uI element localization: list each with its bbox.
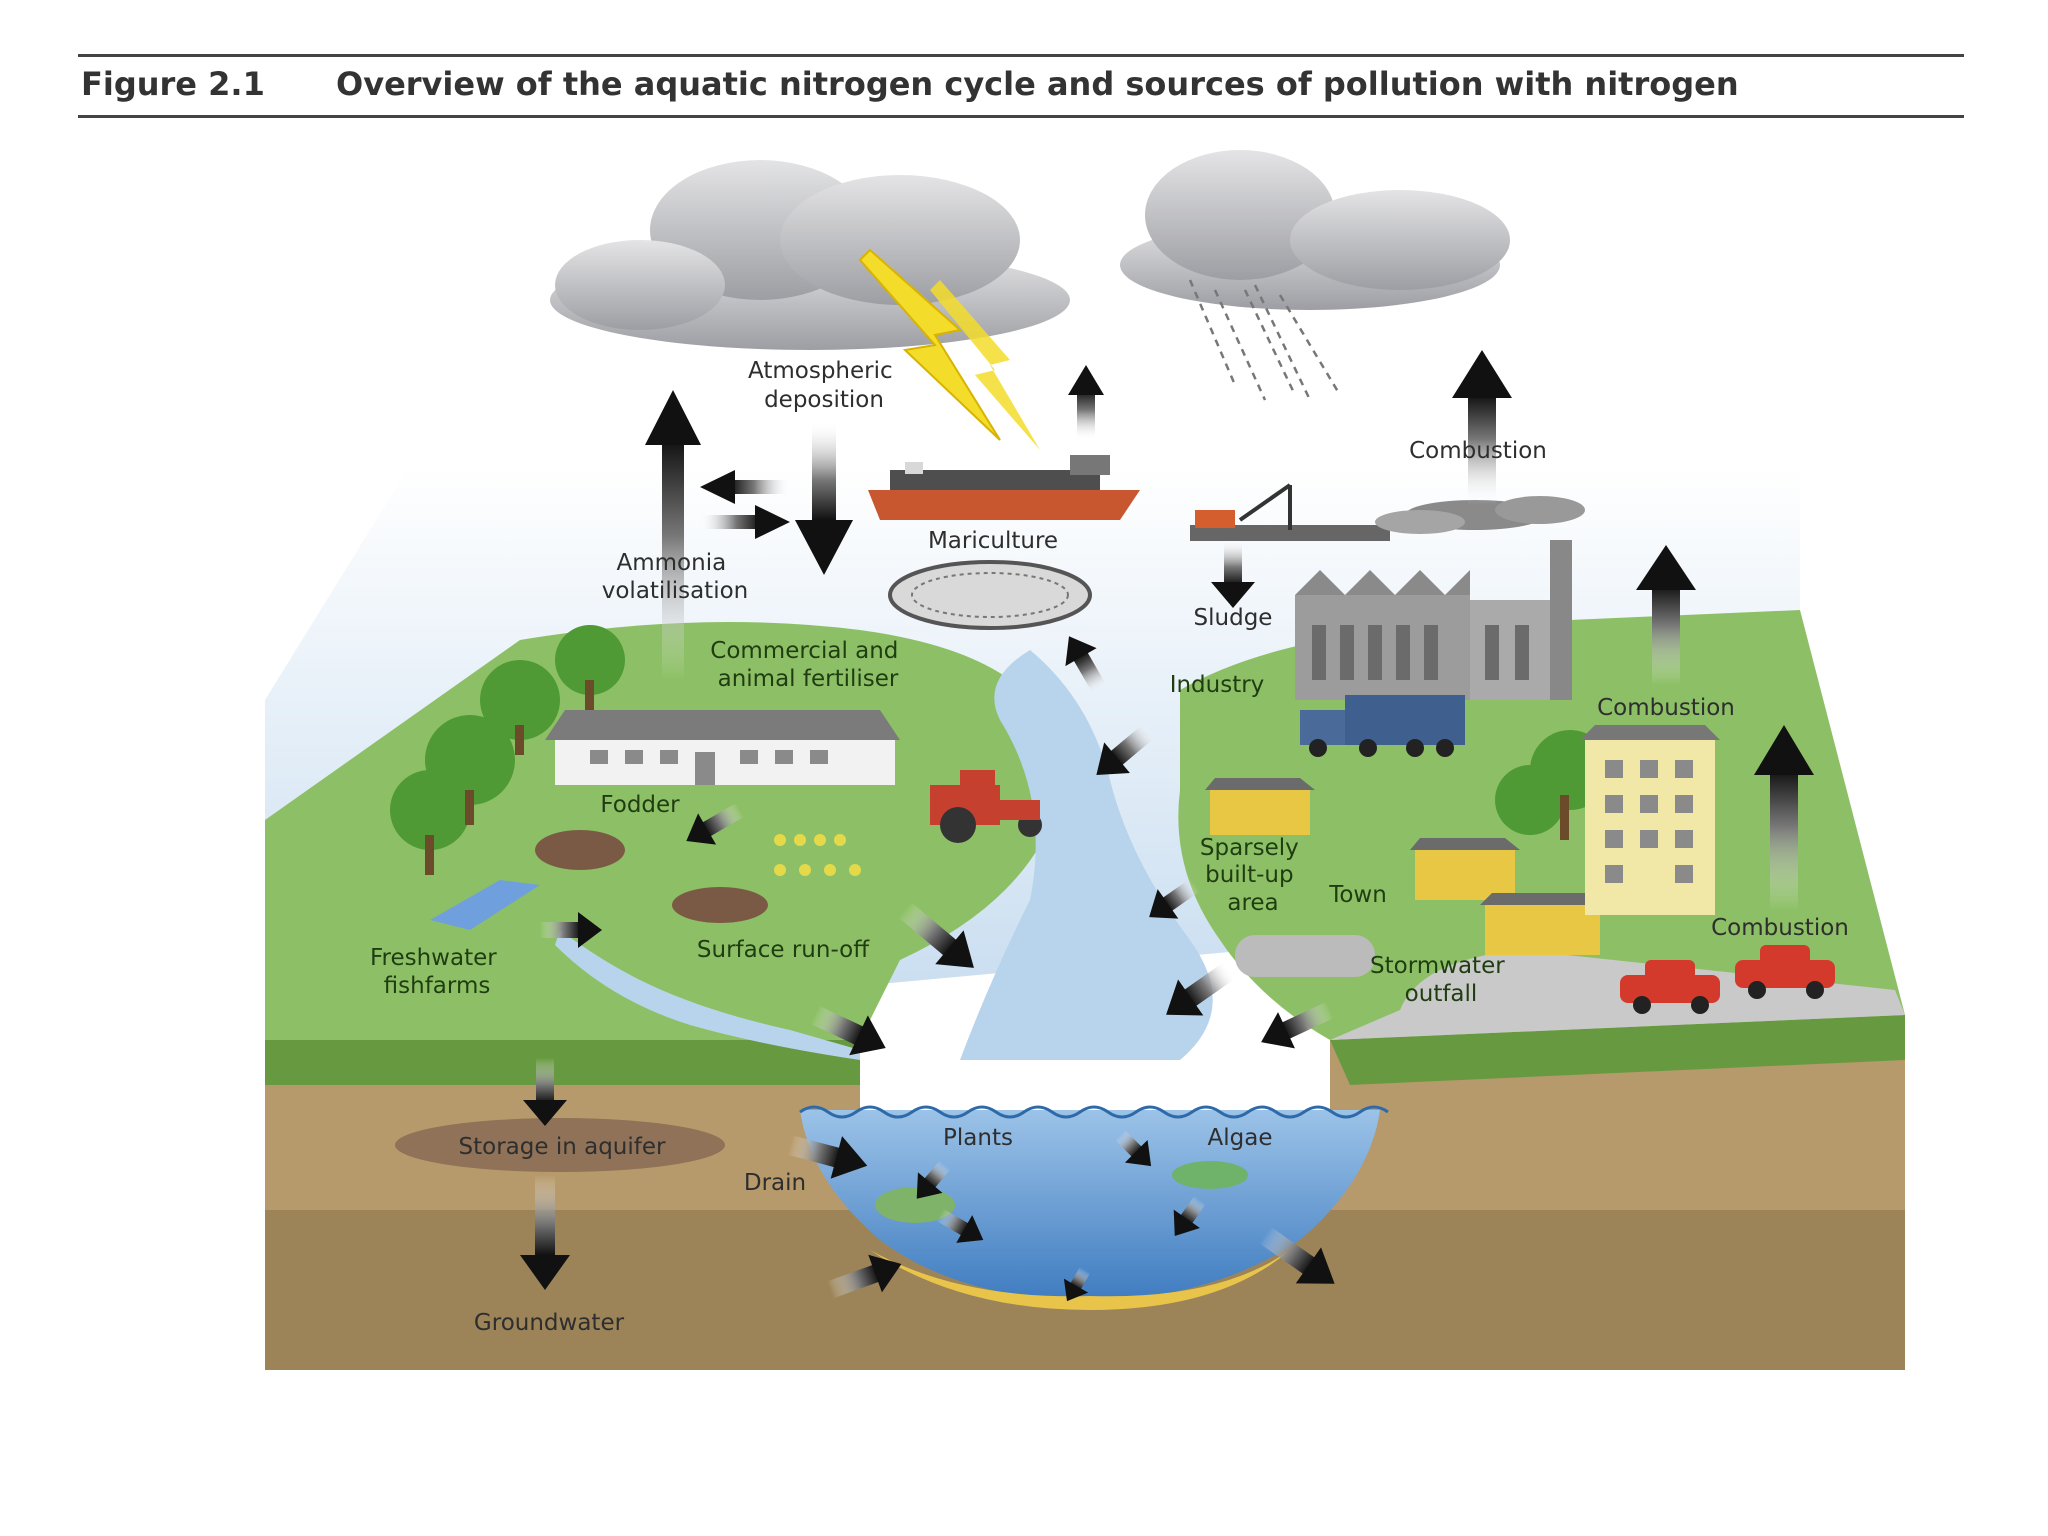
- arrow-sediment-in: [826, 1254, 902, 1299]
- figure-title: Overview of the aquatic nitrogen cycle a…: [336, 65, 1739, 103]
- arrow-combustion-right: [1754, 725, 1814, 910]
- stormwater-pipe: [1235, 935, 1375, 977]
- arrow-ammonia-left: [700, 470, 790, 504]
- left-land-edge: [265, 1040, 860, 1085]
- lake-surface: [799, 1105, 1389, 1119]
- farm-building: [545, 710, 900, 785]
- lake-sediment: [870, 1250, 1290, 1310]
- label-freshwater-fishfarms: Freshwater fishfarms: [370, 945, 504, 999]
- right-land-edge: [1330, 1015, 1905, 1085]
- figure-number: Figure 2.1: [81, 65, 265, 103]
- lake-plants: [875, 1187, 955, 1223]
- arrow-drain: [787, 1135, 868, 1179]
- cows: [535, 830, 768, 923]
- stream: [555, 930, 860, 1060]
- label-groundwater: Groundwater: [474, 1310, 625, 1336]
- fishfarm-tank: [430, 880, 540, 930]
- label-plants: Plants: [943, 1125, 1013, 1151]
- arrow-ship-up: [1068, 365, 1104, 440]
- lightning-bolt-2: [930, 280, 1040, 450]
- arrow-combustion-top: [1452, 350, 1512, 505]
- label-commercial-fertiliser: Commercial and animal fertiliser: [710, 638, 905, 692]
- label-fodder: Fodder: [600, 792, 680, 818]
- mariculture-net: [888, 560, 1092, 630]
- figure-header: Figure 2.1 Overview of the aquatic nitro…: [78, 54, 1964, 118]
- sludge-barge: [1190, 483, 1390, 541]
- arrow-to-mariculture: [1065, 636, 1107, 694]
- factory: [1295, 496, 1585, 700]
- label-drain: Drain: [744, 1170, 806, 1196]
- label-stormwater-outfall: Stormwater outfall: [1370, 953, 1512, 1007]
- label-combustion-right: Combustion: [1711, 915, 1849, 941]
- label-industry: Industry: [1170, 672, 1265, 698]
- arrow-sediment-out: [1259, 1226, 1335, 1284]
- tractor: [930, 770, 1042, 843]
- cloud-right: [1120, 150, 1510, 310]
- label-sludge: Sludge: [1194, 605, 1273, 631]
- label-surface-runoff: Surface run-off: [697, 937, 870, 963]
- label-mariculture: Mariculture: [928, 528, 1058, 554]
- label-combustion-mid: Combustion: [1597, 695, 1735, 721]
- truck: [1300, 695, 1465, 757]
- label-storage-in-aquifer: Storage in aquifer: [459, 1134, 666, 1160]
- car-2: [1735, 945, 1835, 988]
- arrow-atmospheric-down: [795, 420, 853, 575]
- road: [1330, 950, 1905, 1040]
- arrow-ammonia-up: [645, 390, 701, 680]
- car-1: [1620, 960, 1720, 1003]
- label-town: Town: [1328, 882, 1387, 908]
- arrow-plants-down: [916, 1160, 951, 1199]
- label-ammonia-volatilisation: Ammonia volatilisation: [602, 550, 749, 604]
- arrow-algae-down: [1173, 1195, 1206, 1237]
- house-sparse: [1205, 778, 1315, 835]
- label-atmospheric-deposition: Atmospheric deposition: [748, 358, 900, 413]
- arrow-runoff: [898, 902, 974, 968]
- arrow-ammonia-right: [700, 505, 790, 539]
- aquifer: [395, 1118, 725, 1172]
- ship: [868, 455, 1140, 520]
- cloud-left: [550, 160, 1070, 350]
- apartment-block: [1580, 725, 1720, 915]
- crops: [774, 834, 861, 876]
- arrow-stormwater: [1166, 961, 1236, 1016]
- label-combustion-top: Combustion: [1409, 438, 1547, 464]
- arrow-stream: [810, 1005, 886, 1056]
- lake-algae: [1172, 1161, 1248, 1189]
- rain: [1188, 279, 1342, 401]
- arrow-sparse: [1149, 878, 1200, 919]
- river: [960, 650, 1213, 1060]
- label-sparsely-built-up-area: Sparsely built-up area: [1200, 835, 1306, 916]
- arrow-algae: [1115, 1130, 1152, 1167]
- arrow-fodder: [686, 803, 744, 845]
- arrow-fishfarm: [540, 912, 602, 948]
- arrow-to-groundwater: [520, 1175, 570, 1290]
- house-town-2: [1480, 893, 1605, 955]
- house-town-1: [1410, 838, 1520, 900]
- arrow-right-land: [1261, 1001, 1334, 1049]
- arrow-industry: [1096, 723, 1156, 775]
- arrow-sediment-mid: [1063, 1267, 1091, 1302]
- lake: [800, 1110, 1380, 1300]
- arrow-combustion-mid: [1636, 545, 1696, 685]
- lightning-bolt: [858, 248, 1001, 441]
- arrow-lake-in-left: [936, 1208, 984, 1243]
- label-algae: Algae: [1208, 1125, 1273, 1151]
